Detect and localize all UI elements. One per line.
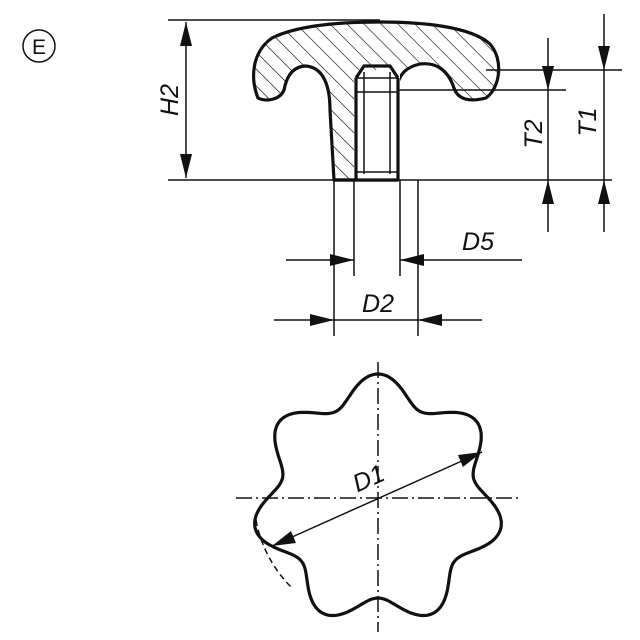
d1-arrow-lower <box>272 531 296 546</box>
d5-label: D5 <box>462 228 494 256</box>
d1-arrow-upper <box>458 452 482 467</box>
threaded-bore <box>354 70 400 180</box>
t1-arrow-top <box>598 46 610 70</box>
t2-arrow-top <box>542 66 554 90</box>
variant-letter: E <box>32 36 46 59</box>
dimension-t1: T1 <box>486 14 622 232</box>
t1-arrow-bottom <box>598 180 610 204</box>
d2-arrow-left <box>310 314 334 326</box>
dimension-d5: D5 <box>286 180 522 276</box>
h2-label: H2 <box>156 84 184 116</box>
h2-arrow-top <box>180 22 192 46</box>
d5-arrow-right <box>400 254 424 266</box>
d2-label: D2 <box>362 290 394 318</box>
dimension-h2: H2 <box>156 19 612 181</box>
dimension-d2: D2 <box>274 180 482 336</box>
d5-arrow-left <box>330 254 354 266</box>
h2-arrow-bottom <box>180 154 192 178</box>
d1-reference-arc <box>255 519 293 589</box>
variant-badge-circle <box>22 29 56 63</box>
variant-badge: E <box>22 29 56 63</box>
d1-dimension-line <box>271 451 483 547</box>
top-view: D1 <box>236 362 518 632</box>
t1-label: T1 <box>574 107 602 136</box>
bore-top-chamfer <box>354 64 400 79</box>
t2-label: T2 <box>520 119 548 148</box>
side-section-view <box>252 20 501 182</box>
star-knob-outline <box>253 372 503 618</box>
t2-arrow-bottom <box>542 180 554 204</box>
d2-arrow-right <box>418 314 442 326</box>
d1-label: D1 <box>348 459 389 498</box>
